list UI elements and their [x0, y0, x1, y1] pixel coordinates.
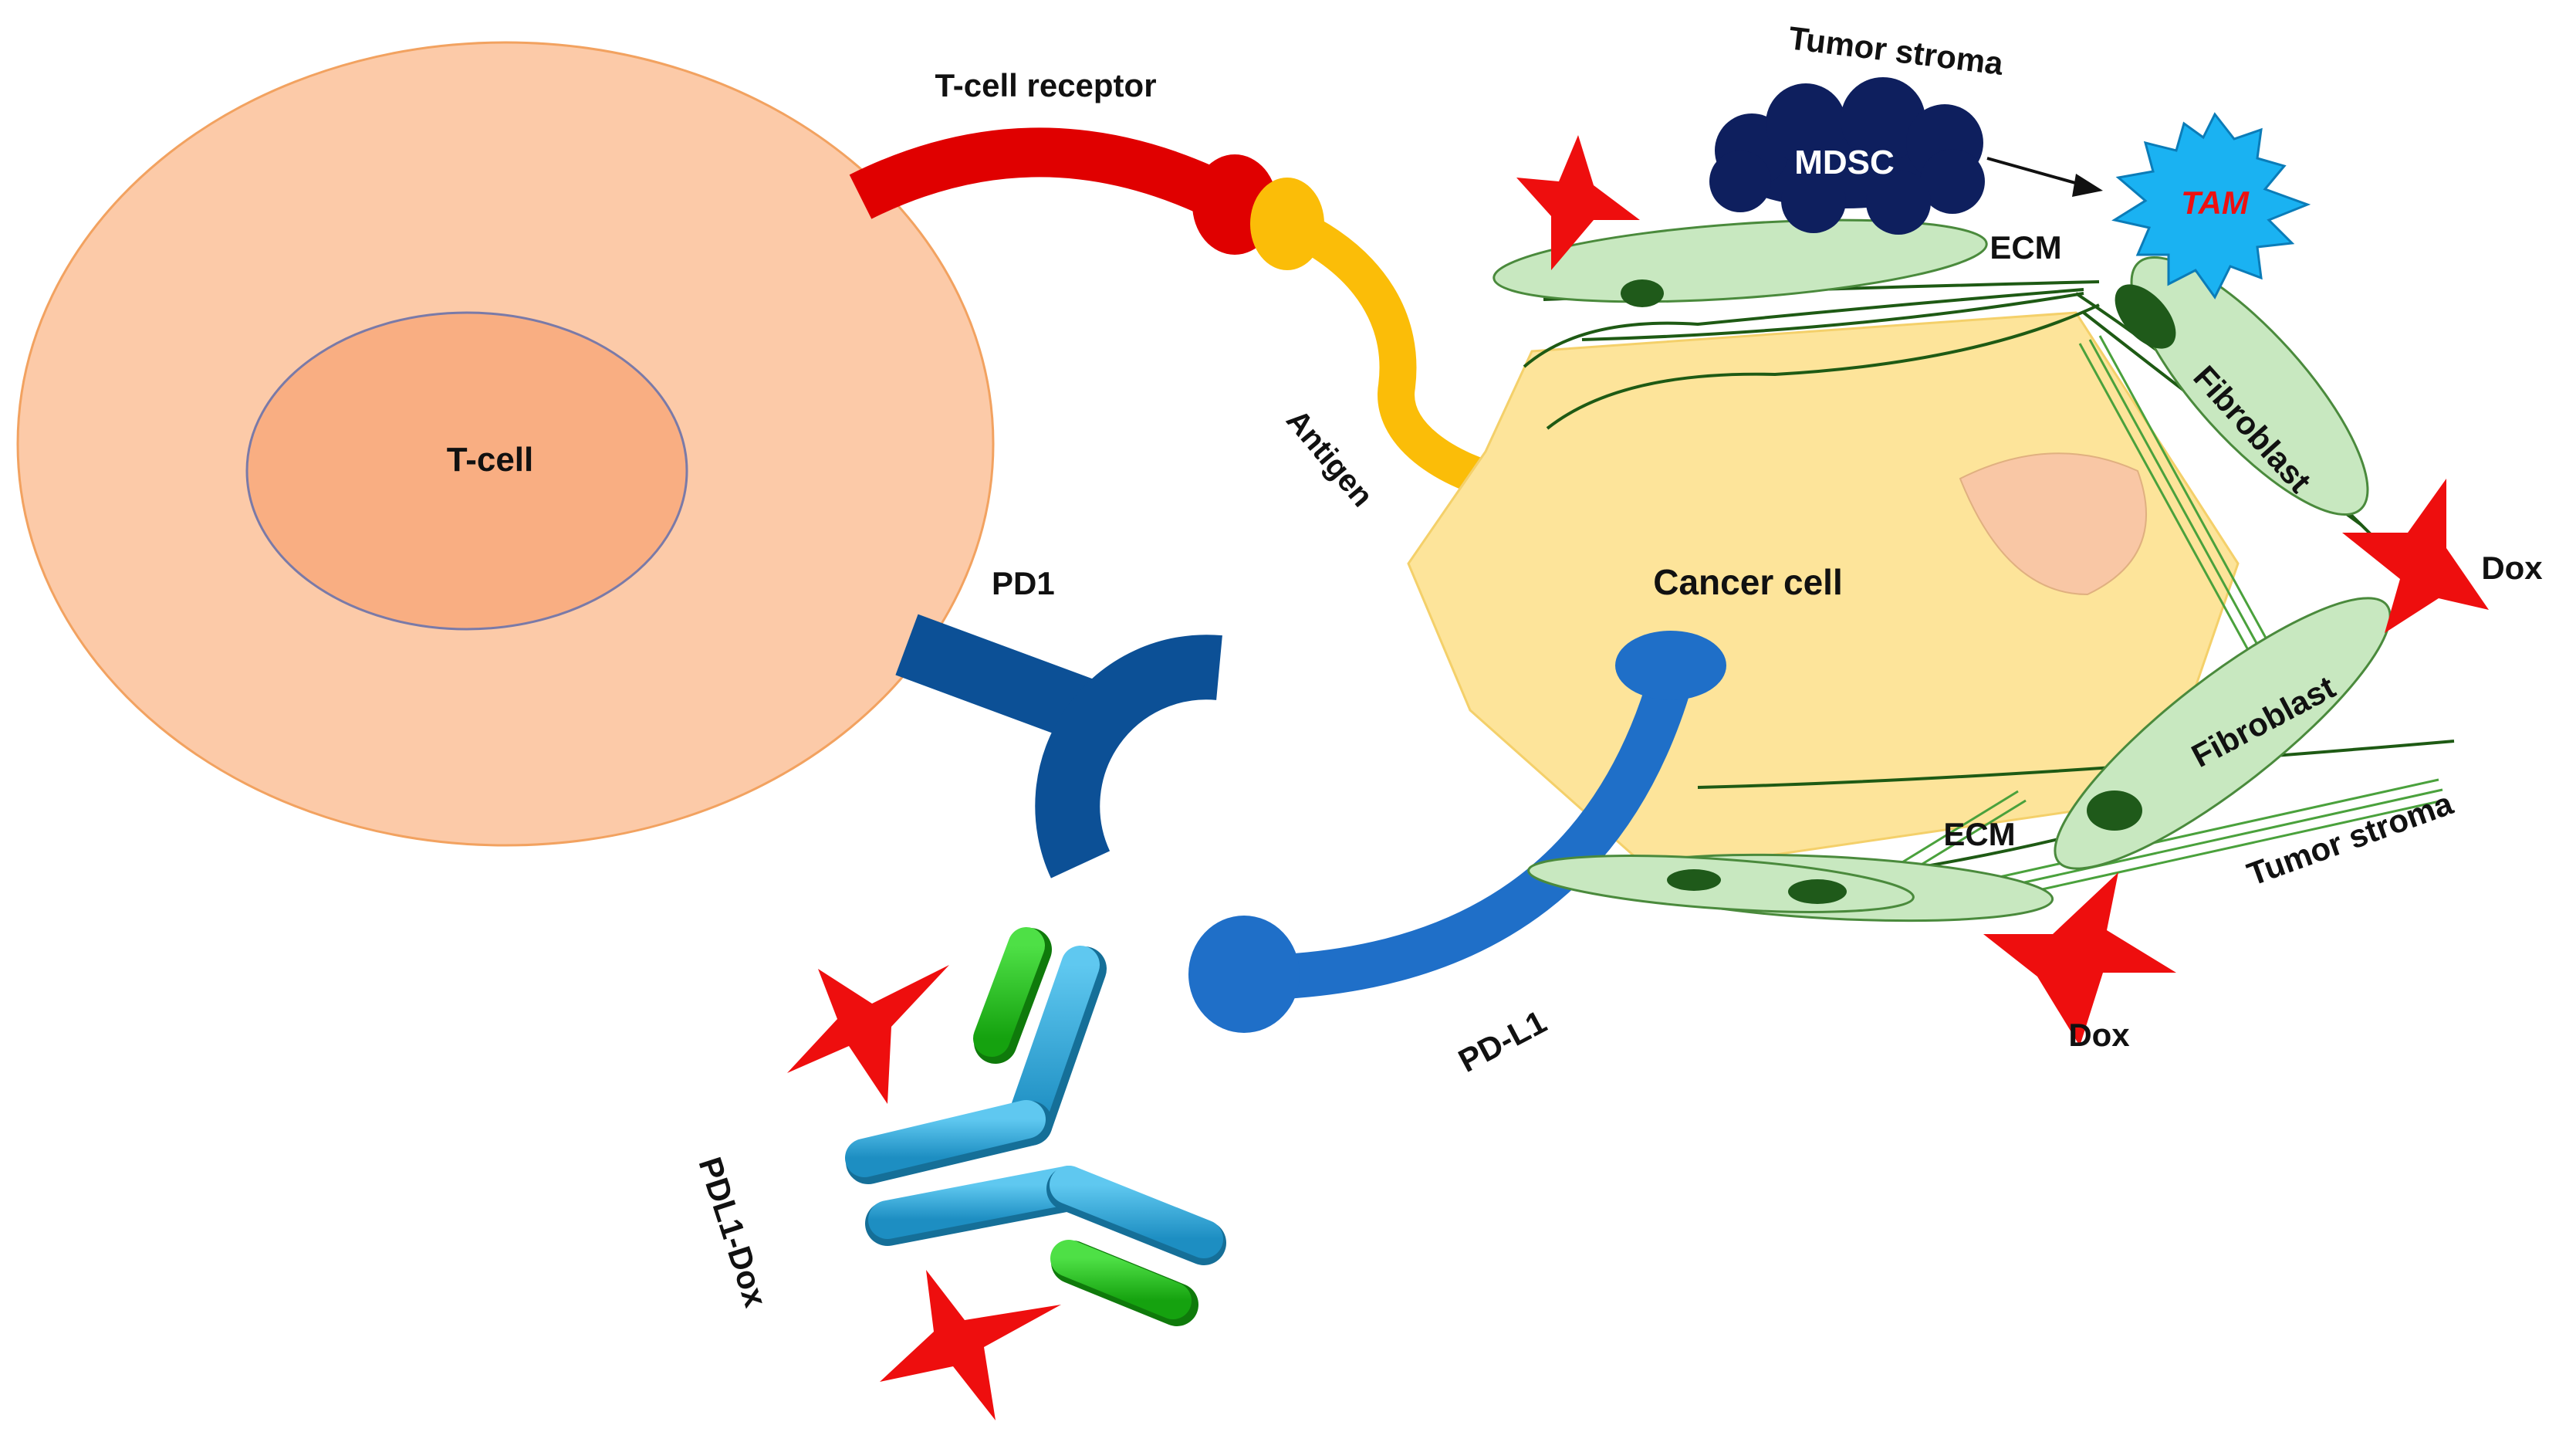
ecm-top-label: ECM — [1989, 229, 2061, 266]
tam-burst — [2111, 112, 2311, 300]
mdsc-label: MDSC — [1794, 144, 1895, 181]
fibroblast-top-right — [2115, 256, 2369, 516]
antigen-top-bead — [1250, 178, 1324, 270]
t-cell-nucleus — [245, 311, 688, 631]
t-cell-receptor-label: T-cell receptor — [935, 67, 1156, 103]
pd-l1-label: PD-L1 — [1452, 1003, 1552, 1078]
pd-l1-end-cap — [1188, 916, 1300, 1033]
fibroblast-top-left — [1493, 218, 1988, 307]
ecm-bottom-label: ECM — [1943, 816, 2015, 852]
tam-label: TAM — [2181, 185, 2250, 221]
pdl1-dox-star-upper — [787, 965, 949, 1104]
pd-l1-top-cap — [1615, 631, 1726, 700]
fibroblast-bottom-right — [2054, 597, 2392, 870]
fibroblast-bottom-left — [1527, 853, 2054, 923]
pd1-label: PD1 — [992, 565, 1055, 601]
pd-l1-stalk — [1283, 672, 1692, 999]
cancer-cell-nucleus — [1959, 452, 2148, 596]
tumor-stroma-top-label: Tumor stroma — [1787, 19, 2006, 82]
mdsc-cloud — [1709, 77, 1985, 235]
mdsc-to-tam-arrow — [1986, 157, 2084, 187]
antibody — [845, 946, 1226, 1265]
pdl1-dox-label: PDL1-Dox — [691, 1153, 774, 1312]
dox-star-top — [1516, 135, 1640, 270]
arrow-head — [2072, 174, 2103, 197]
dox-right-label: Dox — [2481, 550, 2543, 586]
dox-bottom-label: Dox — [2068, 1017, 2130, 1053]
dox-star-right — [2342, 479, 2489, 633]
antigen-chain — [1270, 205, 1531, 505]
antigen-label: Antigen — [1280, 404, 1379, 513]
t-cell-receptor — [849, 127, 1214, 219]
t-cell-label: T-cell — [447, 441, 534, 479]
pdl1-dox-star-lower — [880, 1270, 1061, 1420]
cancer-cell-label: Cancer cell — [1653, 562, 1842, 602]
dox-star-bottom — [1983, 872, 2176, 1046]
pd1-cup — [1035, 635, 1222, 878]
ecm-bundle-upper — [2078, 335, 2294, 696]
antibody-drug-payload — [973, 927, 1198, 1326]
